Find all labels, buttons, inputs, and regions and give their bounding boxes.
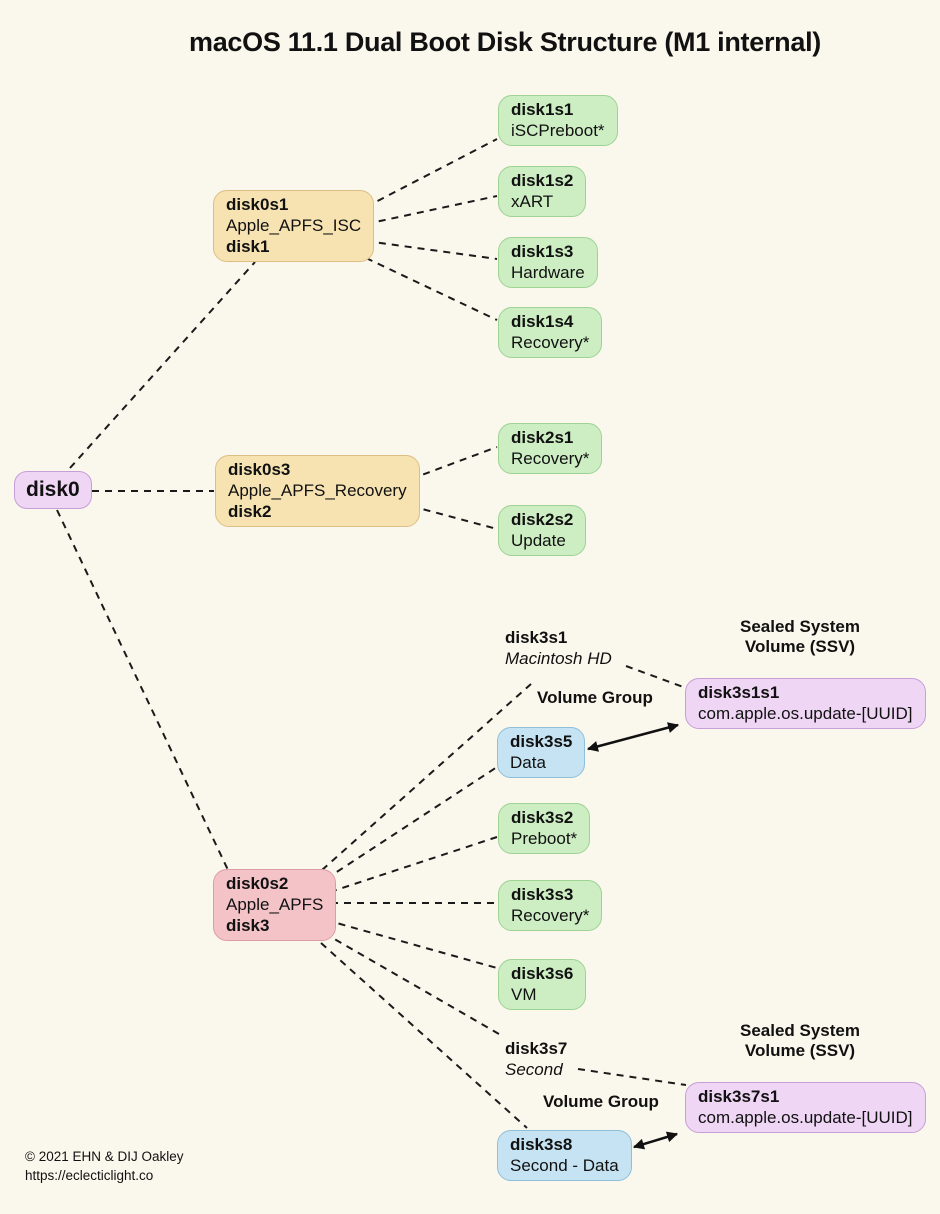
node-name: Data [510, 753, 546, 772]
node-disk1s3: disk1s3 Hardware [498, 237, 598, 288]
double-arrow-disk3s8-disk3s7s1 [632, 1131, 679, 1150]
node-name: com.apple.os.update-[UUID] [698, 704, 913, 723]
edge-disk0s3-disk2s1 [410, 446, 498, 480]
node-disk0s2: disk0s2 Apple_APFS disk3 [213, 869, 337, 941]
node-disk1s2: disk1s2 xART [498, 166, 587, 217]
ssv-label-line1: Sealed System [739, 617, 860, 636]
node-name: Update [511, 531, 566, 550]
node-synthesized-disk: disk1 [226, 237, 270, 256]
node-id: disk3s7s1 [698, 1087, 780, 1106]
node-disk3s1: disk3s1 Macintosh HD [505, 627, 612, 669]
ssv-label-line2: Volume (SSV) [744, 1041, 856, 1060]
node-type: Apple_APFS_Recovery [228, 481, 407, 500]
edge-disk3s7-disk3s7s1 [577, 1068, 687, 1086]
node-name: Recovery* [511, 906, 590, 925]
node-synthesized-disk: disk2 [228, 502, 272, 521]
edge-disk0s3-disk2s2 [410, 505, 498, 530]
volume-group-label-top: Volume Group [537, 688, 653, 707]
edge-disk0s2-disk3s7 [323, 932, 500, 1035]
node-disk1s1: disk1s1 iSCPreboot* [498, 95, 618, 146]
node-id: disk0s2 [226, 874, 289, 893]
node-disk3s8: disk3s8 Second - Data [497, 1130, 632, 1181]
edge-disk0s2-disk3s6 [325, 919, 498, 969]
site-url: https://eclecticlight.co [25, 1168, 154, 1183]
copyright-text: © 2021 EHN & DIJ Oakley [25, 1149, 184, 1164]
node-type: Apple_APFS_ISC [226, 216, 362, 235]
node-id: disk1s4 [511, 312, 574, 331]
node-name: Preboot* [511, 829, 578, 848]
ssv-label-line1: Sealed System [739, 1021, 860, 1040]
node-disk3s3: disk3s3 Recovery* [498, 880, 603, 931]
node-name: Second [505, 1060, 563, 1079]
node-id: disk3s8 [510, 1135, 573, 1154]
node-disk2s2: disk2s2 Update [498, 505, 587, 556]
edge-disk0s1-disk1s3 [365, 240, 498, 260]
node-name: iSCPreboot* [511, 121, 605, 140]
volume-group-label-bottom: Volume Group [543, 1092, 659, 1111]
node-disk3s6: disk3s6 VM [498, 959, 587, 1010]
node-id: disk3s2 [511, 808, 574, 827]
node-disk3s7: disk3s7 Second [505, 1038, 567, 1080]
edge-disk0s2-disk3s8 [320, 942, 528, 1129]
node-id: disk1s1 [511, 100, 574, 119]
node-name: Macintosh HD [505, 649, 612, 668]
node-type: Apple_APFS [226, 895, 324, 914]
node-disk0: disk0 [14, 471, 92, 509]
edge-disk0s2-disk3s2 [329, 836, 498, 893]
node-name: VM [511, 985, 537, 1004]
node-name: Second - Data [510, 1156, 619, 1175]
node-id: disk3s1s1 [698, 683, 780, 702]
node-name: Recovery* [511, 333, 590, 352]
edge-disk0s2-disk3s5 [325, 766, 498, 880]
double-arrow-disk3s5-disk3s1s1 [586, 722, 680, 752]
node-id: disk3s7 [505, 1039, 568, 1058]
edge-disk0s1-disk1s2 [365, 195, 498, 225]
ssv-label-top: Sealed System Volume (SSV) [690, 617, 910, 657]
node-disk1s4: disk1s4 Recovery* [498, 307, 603, 358]
ssv-label-line2: Volume (SSV) [744, 637, 856, 656]
node-id: disk1s3 [511, 242, 574, 261]
edge-disk3s1-disk3s1s1 [625, 665, 687, 689]
node-id: disk0s1 [226, 195, 289, 214]
node-id: disk0 [26, 478, 80, 501]
edge-disk0s1-disk1s4 [365, 257, 498, 321]
node-id: disk3s6 [511, 964, 574, 983]
node-disk0s1: disk0s1 Apple_APFS_ISC disk1 [213, 190, 375, 262]
edge-disk0-disk0s2 [56, 509, 229, 871]
edge-disk0-disk0s1 [69, 261, 256, 469]
node-id: disk3s1 [505, 628, 568, 647]
page-title: macOS 11.1 Dual Boot Disk Structure (M1 … [189, 27, 821, 57]
node-disk3s7s1: disk3s7s1 com.apple.os.update-[UUID] [685, 1082, 926, 1133]
node-id: disk0s3 [228, 460, 291, 479]
node-name: Hardware [511, 263, 585, 282]
ssv-label-bottom: Sealed System Volume (SSV) [690, 1021, 910, 1061]
node-disk3s5: disk3s5 Data [497, 727, 586, 778]
node-id: disk1s2 [511, 171, 574, 190]
node-disk0s3: disk0s3 Apple_APFS_Recovery disk2 [215, 455, 420, 527]
node-id: disk3s5 [510, 732, 573, 751]
node-name: Recovery* [511, 449, 590, 468]
node-disk3s1s1: disk3s1s1 com.apple.os.update-[UUID] [685, 678, 926, 729]
node-id: disk2s2 [511, 510, 574, 529]
node-name: xART [511, 192, 554, 211]
node-id: disk3s3 [511, 885, 574, 904]
node-name: com.apple.os.update-[UUID] [698, 1108, 913, 1127]
edge-disk0s1-disk1s1 [365, 138, 498, 208]
node-disk2s1: disk2s1 Recovery* [498, 423, 603, 474]
footer: © 2021 EHN & DIJ Oakley https://eclectic… [25, 1147, 184, 1185]
node-id: disk2s1 [511, 428, 574, 447]
node-disk3s2: disk3s2 Preboot* [498, 803, 591, 854]
node-synthesized-disk: disk3 [226, 916, 270, 935]
